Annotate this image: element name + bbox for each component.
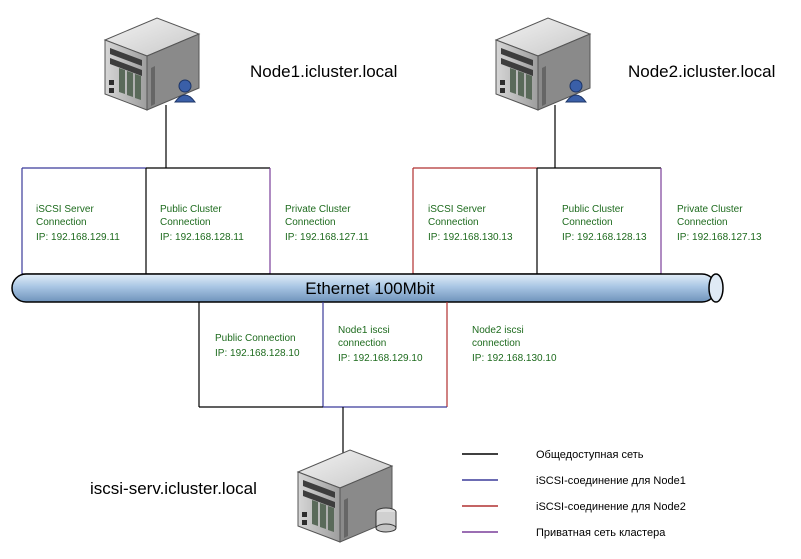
node2-hostname: Node2.icluster.local xyxy=(628,62,775,81)
legend-label-private: Приватная сеть кластера xyxy=(536,527,666,539)
ethernet-bus-label: Ethernet 100Mbit xyxy=(305,279,435,298)
node2-private-label: Private Cluster Connection IP: 192.168.1… xyxy=(677,204,762,243)
storage-node2-label: Node2 iscsi connection IP: 192.168.130.1… xyxy=(472,325,557,364)
legend-label-iscsi-node1: iSCSI-соединение для Node1 xyxy=(536,475,686,487)
database-icon xyxy=(375,507,397,533)
node1-private-label: Private Cluster Connection IP: 192.168.1… xyxy=(285,204,369,243)
node2-public-label: Public Cluster Connection IP: 192.168.12… xyxy=(562,204,647,243)
storage-node1-label: Node1 iscsi connection IP: 192.168.129.1… xyxy=(338,325,423,364)
legend-label-iscsi-node2: iSCSI-соединение для Node2 xyxy=(536,501,686,513)
node2-server-icon xyxy=(495,17,591,111)
storage-hostname: iscsi-serv.icluster.local xyxy=(90,479,257,498)
legend-label-public: Общедоступная сеть xyxy=(536,449,644,461)
storage-public-label: Public Connection IP: 192.168.128.10 xyxy=(215,333,300,359)
node1-server-icon xyxy=(104,17,200,111)
legend: Общедоступная сеть iSCSI-соединение для … xyxy=(462,449,686,539)
storage-server-icon xyxy=(297,449,397,543)
node1-hostname: Node1.icluster.local xyxy=(250,62,397,81)
ethernet-bus xyxy=(11,273,724,303)
node1-iscsi-label: iSCSI Server Connection IP: 192.168.129.… xyxy=(36,204,120,243)
node1-public-label: Public Cluster Connection IP: 192.168.12… xyxy=(160,204,244,243)
node2-iscsi-label: iSCSI Server Connection IP: 192.168.130.… xyxy=(428,204,513,243)
